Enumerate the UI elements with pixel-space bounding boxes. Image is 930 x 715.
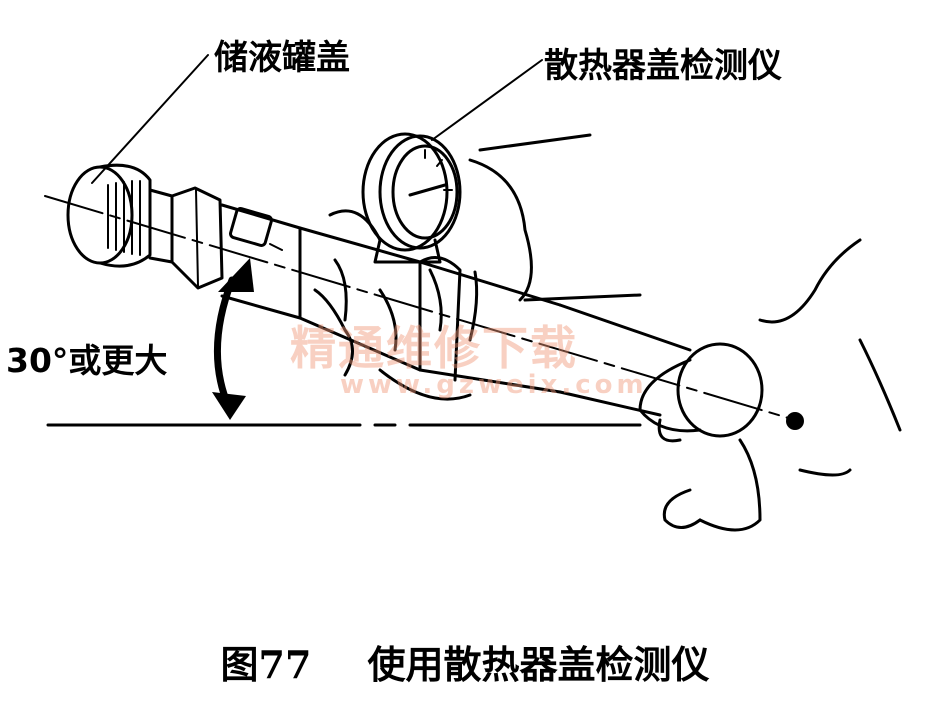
figure-number: 图77 [220,642,312,687]
figure-title: 使用散热器盖检测仪 [367,642,710,687]
pressure-gauge [361,132,462,264]
reservoir-leader-line [91,54,209,184]
angle-arrow [212,258,254,420]
adapter-fitting [148,186,302,320]
angle-label: 30°或更大 [6,341,168,380]
right-hand [638,238,902,532]
watermark-url: www.gzweix.com [340,370,648,400]
left-hand [313,133,642,377]
reservoir-cap-label: 储液罐盖 [214,38,350,78]
tube-end-dot [786,412,804,430]
watermark-text: 精通维修下载 [290,321,578,375]
figure-caption: 图77 使用散热器盖检测仪 [0,634,930,689]
tester-label: 散热器盖检测仪 [544,46,782,86]
tester-body [298,226,692,417]
reservoir-cap [66,163,152,268]
tester-leader-line [431,59,543,141]
